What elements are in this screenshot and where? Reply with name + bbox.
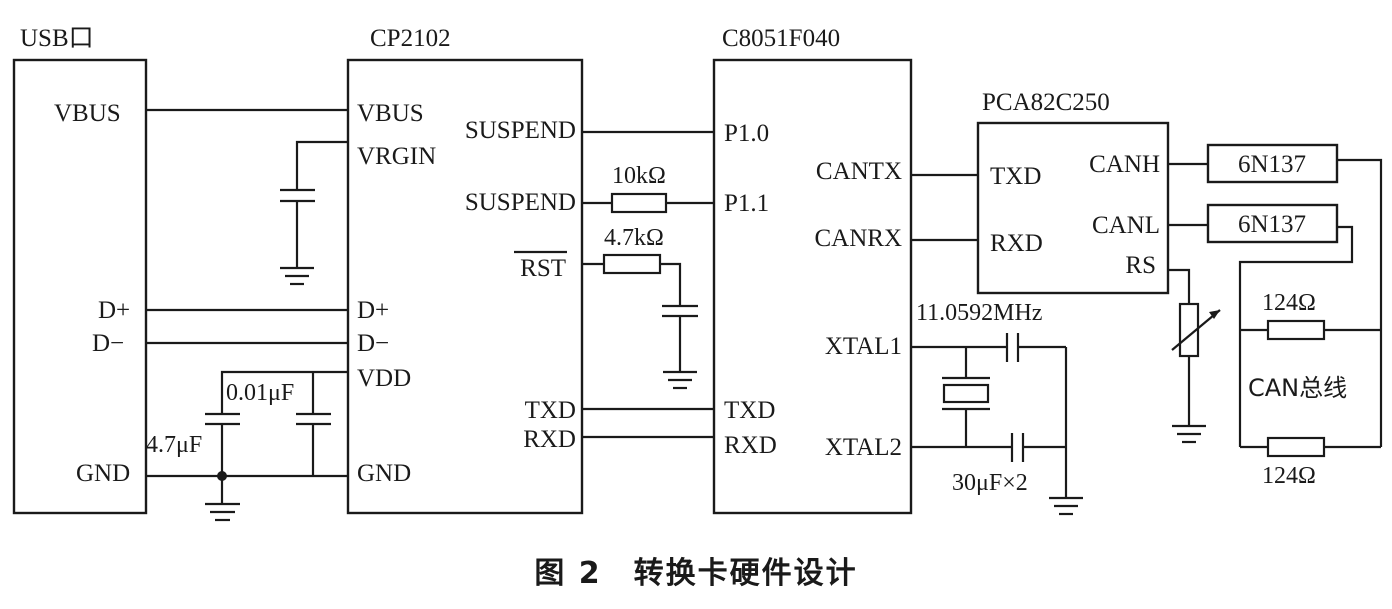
- terminator-1-label: 124Ω: [1262, 290, 1316, 316]
- mcu-pin-p10: P1.0: [724, 120, 769, 147]
- resistor-10k: [610, 192, 668, 214]
- terminator-resistor-2: [1266, 436, 1326, 458]
- c8051f040-box: [712, 58, 913, 515]
- wire-canh-bus: [1337, 158, 1383, 447]
- usb-port-box: [12, 58, 148, 515]
- figure-caption: 图 2 转换卡硬件设计: [534, 556, 857, 591]
- resistor-10k-label: 10kΩ: [612, 163, 666, 189]
- cp2102-title: CP2102: [370, 25, 451, 52]
- cp2102-pin-dminus: D−: [357, 330, 389, 357]
- wire-vrgin-cap: [295, 140, 348, 190]
- cap-4u7-label: 4.7μF: [146, 432, 202, 458]
- can-bus-label: CAN总线: [1248, 374, 1347, 402]
- mcu-pin-canrx: CANRX: [814, 225, 902, 252]
- resistor-4k7: [602, 253, 662, 275]
- cp2102-pin-suspend-inverted: SUSPEND: [465, 189, 576, 216]
- optocoupler-1-label: 6N137: [1238, 151, 1306, 178]
- mcu-pin-rxd: RXD: [724, 432, 777, 459]
- cp2102-pin-gnd: GND: [357, 460, 411, 487]
- mcu-pin-xtal2: XTAL2: [825, 434, 902, 461]
- transceiver-pin-txd: TXD: [990, 163, 1041, 190]
- cp2102-pin-rxd: RXD: [523, 426, 576, 453]
- transceiver-pin-canl: CANL: [1092, 212, 1160, 239]
- crystal-body: [942, 383, 990, 404]
- wire-rst-b: [660, 262, 682, 306]
- cp2102-pin-suspend: SUSPEND: [465, 117, 576, 144]
- transceiver-pin-rs: RS: [1125, 252, 1156, 279]
- transceiver-pin-canh: CANH: [1089, 151, 1160, 178]
- wire-canl-bus: [1238, 225, 1354, 447]
- mcu-pin-cantx: CANTX: [816, 158, 902, 185]
- mcu-pin-p11: P1.1: [724, 190, 769, 217]
- crystal-cap-label: 30μF×2: [952, 470, 1028, 496]
- c8051f040-title: C8051F040: [722, 25, 840, 52]
- usb-pin-dminus: D−: [92, 330, 124, 357]
- mcu-pin-xtal1: XTAL1: [825, 333, 902, 360]
- cap-001-label: 0.01μF: [226, 380, 294, 406]
- terminator-resistor-1: [1266, 319, 1326, 341]
- usb-pin-vbus: VBUS: [54, 100, 121, 127]
- optocoupler-2-box: [1206, 203, 1339, 244]
- junction-dot: [217, 471, 227, 481]
- wire-rs: [1168, 268, 1191, 304]
- usb-port-title: USB口: [20, 25, 94, 52]
- cp2102-pin-vdd: VDD: [357, 365, 411, 392]
- cp2102-pin-vbus: VBUS: [357, 100, 424, 127]
- resistor-4k7-label: 4.7kΩ: [604, 225, 664, 251]
- cp2102-box: [346, 58, 584, 515]
- terminator-2-label: 124Ω: [1262, 463, 1316, 489]
- mcu-pin-txd: TXD: [724, 397, 775, 424]
- cp2102-pin-vrgin: VRGIN: [357, 143, 436, 170]
- usb-pin-gnd: GND: [76, 460, 130, 487]
- wire-vdd: [220, 370, 348, 414]
- usb-pin-dplus: D+: [98, 297, 130, 324]
- cp2102-pin-dplus: D+: [357, 297, 389, 324]
- pca82c250-title: PCA82C250: [982, 89, 1110, 116]
- rs-variable-arrow: [1171, 309, 1221, 351]
- rs-arrowhead: [1209, 310, 1220, 319]
- crystal-label: 11.0592MHz: [916, 300, 1042, 326]
- cp2102-pin-rst: RST: [520, 255, 566, 282]
- cp2102-pin-txd: TXD: [525, 397, 576, 424]
- pca82c250-box: [976, 121, 1170, 295]
- optocoupler-2-label: 6N137: [1238, 211, 1306, 238]
- transceiver-pin-rxd: RXD: [990, 230, 1043, 257]
